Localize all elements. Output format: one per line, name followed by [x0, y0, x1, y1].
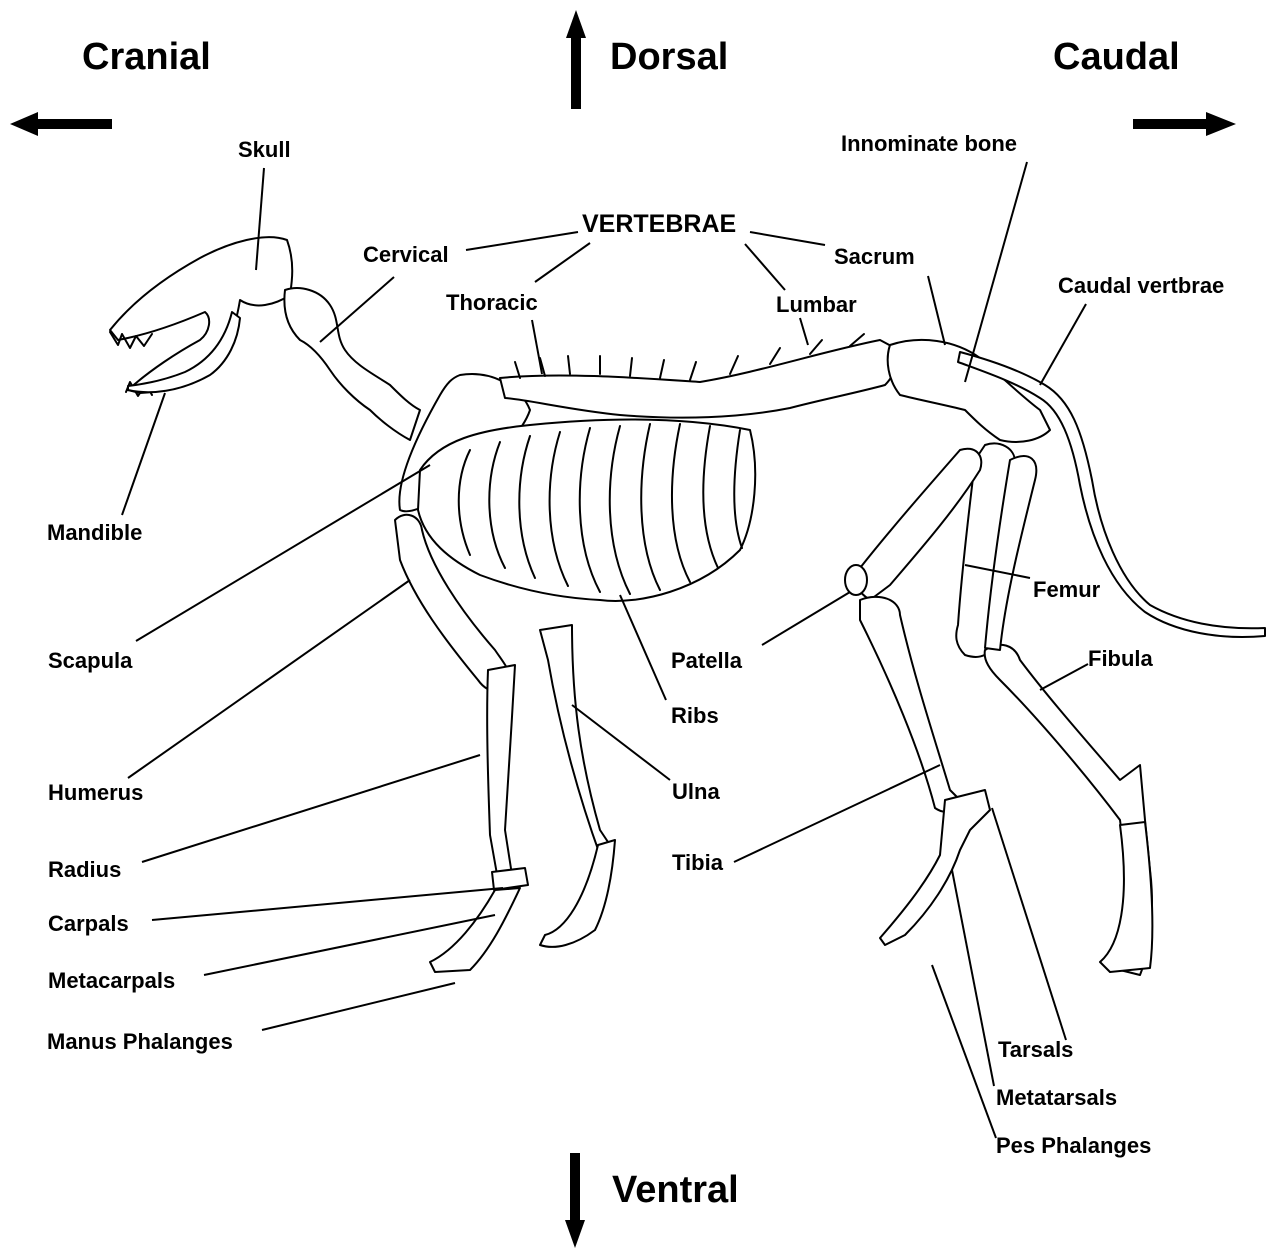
- scapula-label: Scapula: [48, 648, 132, 674]
- carpals-label: Carpals: [48, 911, 129, 937]
- skull-label: Skull: [238, 137, 291, 163]
- cervical-label: Cervical: [363, 242, 449, 268]
- vertebrae-heading: VERTEBRAE: [582, 210, 736, 239]
- humerus-label: Humerus: [48, 780, 143, 806]
- dorsal-label: Dorsal: [610, 36, 728, 79]
- hind-foot-right: [1100, 822, 1152, 972]
- cranial-label: Cranial: [82, 36, 211, 79]
- fibula-label: Fibula: [1088, 646, 1153, 672]
- sacrum-label: Sacrum: [834, 244, 915, 270]
- manus-phalanges-label: Manus Phalanges: [47, 1029, 233, 1055]
- lumbar-label: Lumbar: [776, 292, 857, 318]
- innominate-bone-label: Innominate bone: [841, 131, 1017, 157]
- cranial-arrow: [10, 112, 112, 136]
- metatarsals-label: Metatarsals: [996, 1085, 1117, 1111]
- dorsal-spine: [500, 340, 897, 418]
- thoracic-label: Thoracic: [446, 290, 538, 316]
- leader-lines: [122, 162, 1088, 1138]
- ventral-arrow: [565, 1153, 585, 1248]
- hind-foot-left: [880, 790, 990, 945]
- ulna-far: [540, 625, 610, 855]
- cervical-spine: [284, 288, 420, 440]
- dorsal-arrow: [566, 10, 586, 109]
- tarsals-label: Tarsals: [998, 1037, 1073, 1063]
- caudal-arrow: [1133, 112, 1236, 136]
- ulna-label: Ulna: [672, 779, 720, 805]
- tibia-label: Tibia: [672, 850, 723, 876]
- mandible-label: Mandible: [47, 520, 142, 546]
- ribs-label: Ribs: [671, 703, 719, 729]
- metacarpals-label: Metacarpals: [48, 968, 175, 994]
- front-foot-left: [430, 888, 520, 972]
- radius-bone: [487, 665, 515, 880]
- radius-label: Radius: [48, 857, 121, 883]
- patella-shape: [845, 565, 867, 595]
- carpals-shape: [492, 868, 528, 890]
- patella-label: Patella: [671, 648, 742, 674]
- front-foot-right: [540, 840, 615, 947]
- caudal-label: Caudal: [1053, 36, 1180, 79]
- ventral-label: Ventral: [612, 1169, 739, 1212]
- pes-phalanges-label: Pes Phalanges: [996, 1133, 1151, 1159]
- femur-label: Femur: [1033, 577, 1100, 603]
- caudal-vertebrae-label: Caudal vertbrae: [1058, 273, 1224, 299]
